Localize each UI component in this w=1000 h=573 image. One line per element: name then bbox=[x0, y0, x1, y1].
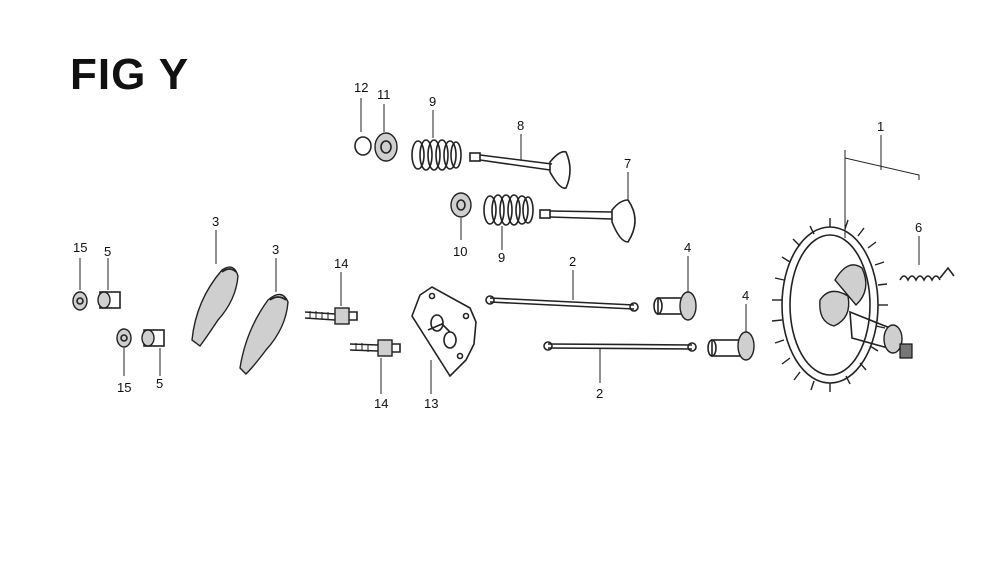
rocker-arm-left-part bbox=[191, 230, 239, 347]
callout-9-lower: 9 bbox=[498, 250, 505, 265]
callout-2-upper: 2 bbox=[569, 254, 576, 269]
callout-11: 11 bbox=[377, 87, 391, 102]
camshaft-gear-part bbox=[771, 135, 955, 392]
exhaust-valve-part bbox=[469, 134, 571, 189]
callout-5-upper: 5 bbox=[104, 244, 111, 259]
callout-6: 6 bbox=[915, 220, 922, 235]
callout-3-right: 3 bbox=[272, 242, 279, 257]
spring-retainer-upper-part bbox=[374, 104, 398, 162]
valve-lifter-upper-part bbox=[653, 256, 697, 321]
figure-title: FIG Y bbox=[70, 50, 190, 99]
callout-2-lower: 2 bbox=[596, 386, 603, 401]
intake-valve-part bbox=[539, 172, 636, 243]
valve-spring-lower-part bbox=[483, 194, 534, 250]
callout-14-upper: 14 bbox=[334, 256, 348, 271]
callout-13: 13 bbox=[424, 396, 438, 411]
callout-4-upper: 4 bbox=[684, 240, 691, 255]
callout-15-upper: 15 bbox=[73, 240, 87, 255]
push-rod-lower-part bbox=[543, 341, 697, 383]
adjusting-nut-upper-part bbox=[72, 258, 88, 311]
rocker-pivot-upper-part bbox=[97, 258, 121, 309]
callout-9-upper: 9 bbox=[429, 94, 436, 109]
callout-labels: 12 11 9 8 7 1 6 10 9 2 4 4 2 3 3 14 14 1… bbox=[73, 80, 922, 411]
callout-12: 12 bbox=[354, 80, 368, 95]
decompressor-spring-part bbox=[899, 236, 955, 282]
spring-retainer-lower-part bbox=[450, 192, 472, 240]
push-rod-upper-part bbox=[485, 270, 639, 312]
pivot-stud-upper-part bbox=[304, 272, 358, 325]
callout-1: 1 bbox=[877, 119, 884, 134]
callout-10: 10 bbox=[453, 244, 467, 259]
callout-4-lower: 4 bbox=[742, 288, 749, 303]
callout-8: 8 bbox=[517, 118, 524, 133]
adjusting-nut-lower-part bbox=[116, 328, 132, 376]
valve-spring-upper-part bbox=[411, 110, 462, 171]
callout-15-lower: 15 bbox=[117, 380, 131, 395]
callout-3-left: 3 bbox=[212, 214, 219, 229]
rocker-arm-right-part bbox=[239, 258, 289, 375]
pivot-stud-lower-part bbox=[349, 339, 401, 394]
valve-lifter-lower-part bbox=[707, 304, 755, 361]
valve-cap-part bbox=[354, 98, 372, 156]
callout-5-lower: 5 bbox=[156, 376, 163, 391]
rocker-pivot-lower-part bbox=[141, 329, 165, 376]
callout-14-lower: 14 bbox=[374, 396, 388, 411]
guide-plate-part bbox=[411, 286, 477, 394]
callout-7: 7 bbox=[624, 156, 631, 171]
